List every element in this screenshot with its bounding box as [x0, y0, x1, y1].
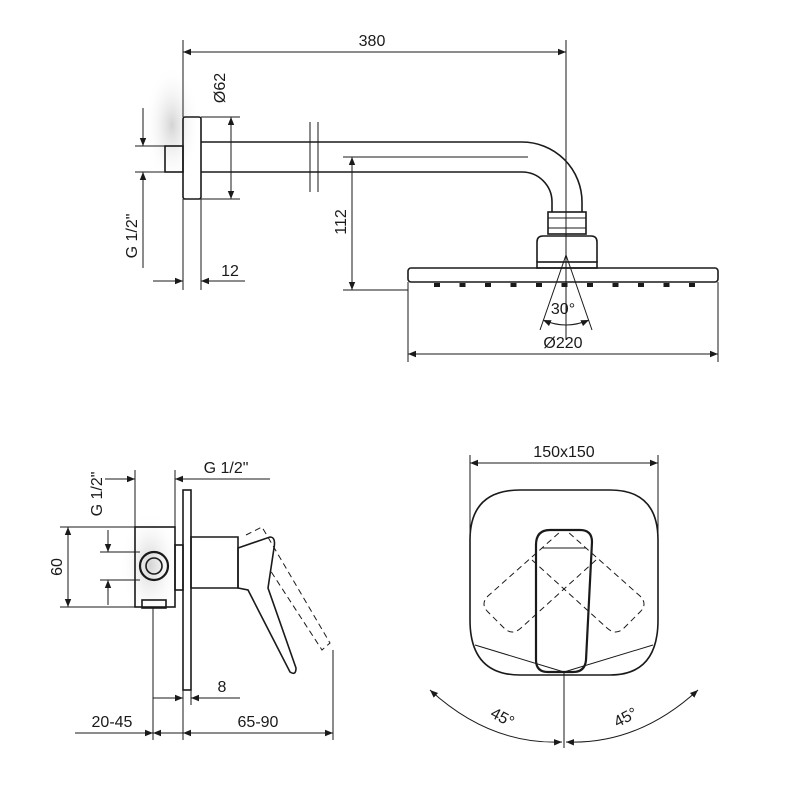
angle-arc-30	[542, 319, 590, 327]
dim-angle-right: 45°	[611, 705, 640, 731]
nozzle	[689, 283, 695, 287]
rotation-ray-left	[474, 644, 565, 673]
rotation-arc-right	[565, 689, 699, 746]
nozzle	[536, 283, 542, 287]
dim-tilt-angle: 30°	[551, 301, 575, 318]
dim-arm-length: 380	[359, 33, 386, 50]
valve-port-inner	[145, 557, 163, 575]
valve-bottom-nipple	[141, 599, 167, 609]
mixer-lever	[237, 536, 297, 675]
nozzle-row	[434, 283, 695, 287]
rotation-ray-right	[563, 644, 654, 673]
mixer-side-view: G 1/2" G 1/2" 60 8 20-45 65-90	[49, 460, 334, 740]
head-neck-base	[536, 261, 598, 269]
dim-plate-size: 150x150	[533, 444, 594, 461]
dim-thread-side: G 1/2"	[89, 472, 106, 517]
dim-flange-diameter: Ø62	[212, 73, 229, 103]
nozzle	[638, 283, 644, 287]
shower-head	[407, 267, 719, 283]
lever-left-position	[483, 531, 597, 633]
head-neck	[536, 235, 598, 262]
mixer-body	[190, 536, 239, 589]
nozzle	[434, 283, 440, 287]
shower-head-view: 380 Ø62 G 1/2" 12 112 30° Ø220	[124, 33, 719, 362]
dim-projection: 65-90	[238, 714, 279, 731]
angle-ray-right	[565, 254, 593, 331]
nozzle	[510, 283, 517, 287]
nozzle	[459, 283, 466, 287]
dim-head-diameter: Ø220	[543, 335, 582, 352]
nozzle	[561, 283, 568, 287]
nozzle	[485, 283, 491, 287]
dim-angle-left: 45°	[487, 705, 516, 731]
front-lever	[534, 528, 594, 674]
arm-break-marks	[309, 122, 319, 192]
lever-alt-position	[245, 526, 331, 651]
nozzle	[612, 283, 619, 287]
dim-drop-height: 112	[333, 209, 350, 235]
wall-shadow	[144, 65, 200, 185]
dim-flange-thickness: 12	[221, 263, 239, 280]
dim-thread-top: G 1/2"	[204, 460, 249, 477]
nozzle	[587, 283, 593, 287]
cover-plate	[469, 489, 659, 676]
dim-plate-thickness: 8	[218, 679, 227, 696]
swivel-joint	[547, 211, 587, 235]
angle-ray-left	[539, 254, 567, 331]
rotation-arc-left	[429, 689, 563, 746]
shower-arm	[201, 141, 583, 212]
lever-right-position	[531, 531, 645, 633]
dim-wall-depth: 20-45	[92, 714, 133, 731]
wall-flange	[182, 116, 202, 200]
valve-port-outer	[138, 550, 170, 582]
nozzle	[663, 283, 670, 287]
wall-plate	[182, 489, 192, 691]
mixer-front-view: 150x150 45° 45°	[429, 444, 699, 748]
dim-thread: G 1/2"	[124, 214, 141, 259]
dim-height: 60	[49, 558, 66, 576]
